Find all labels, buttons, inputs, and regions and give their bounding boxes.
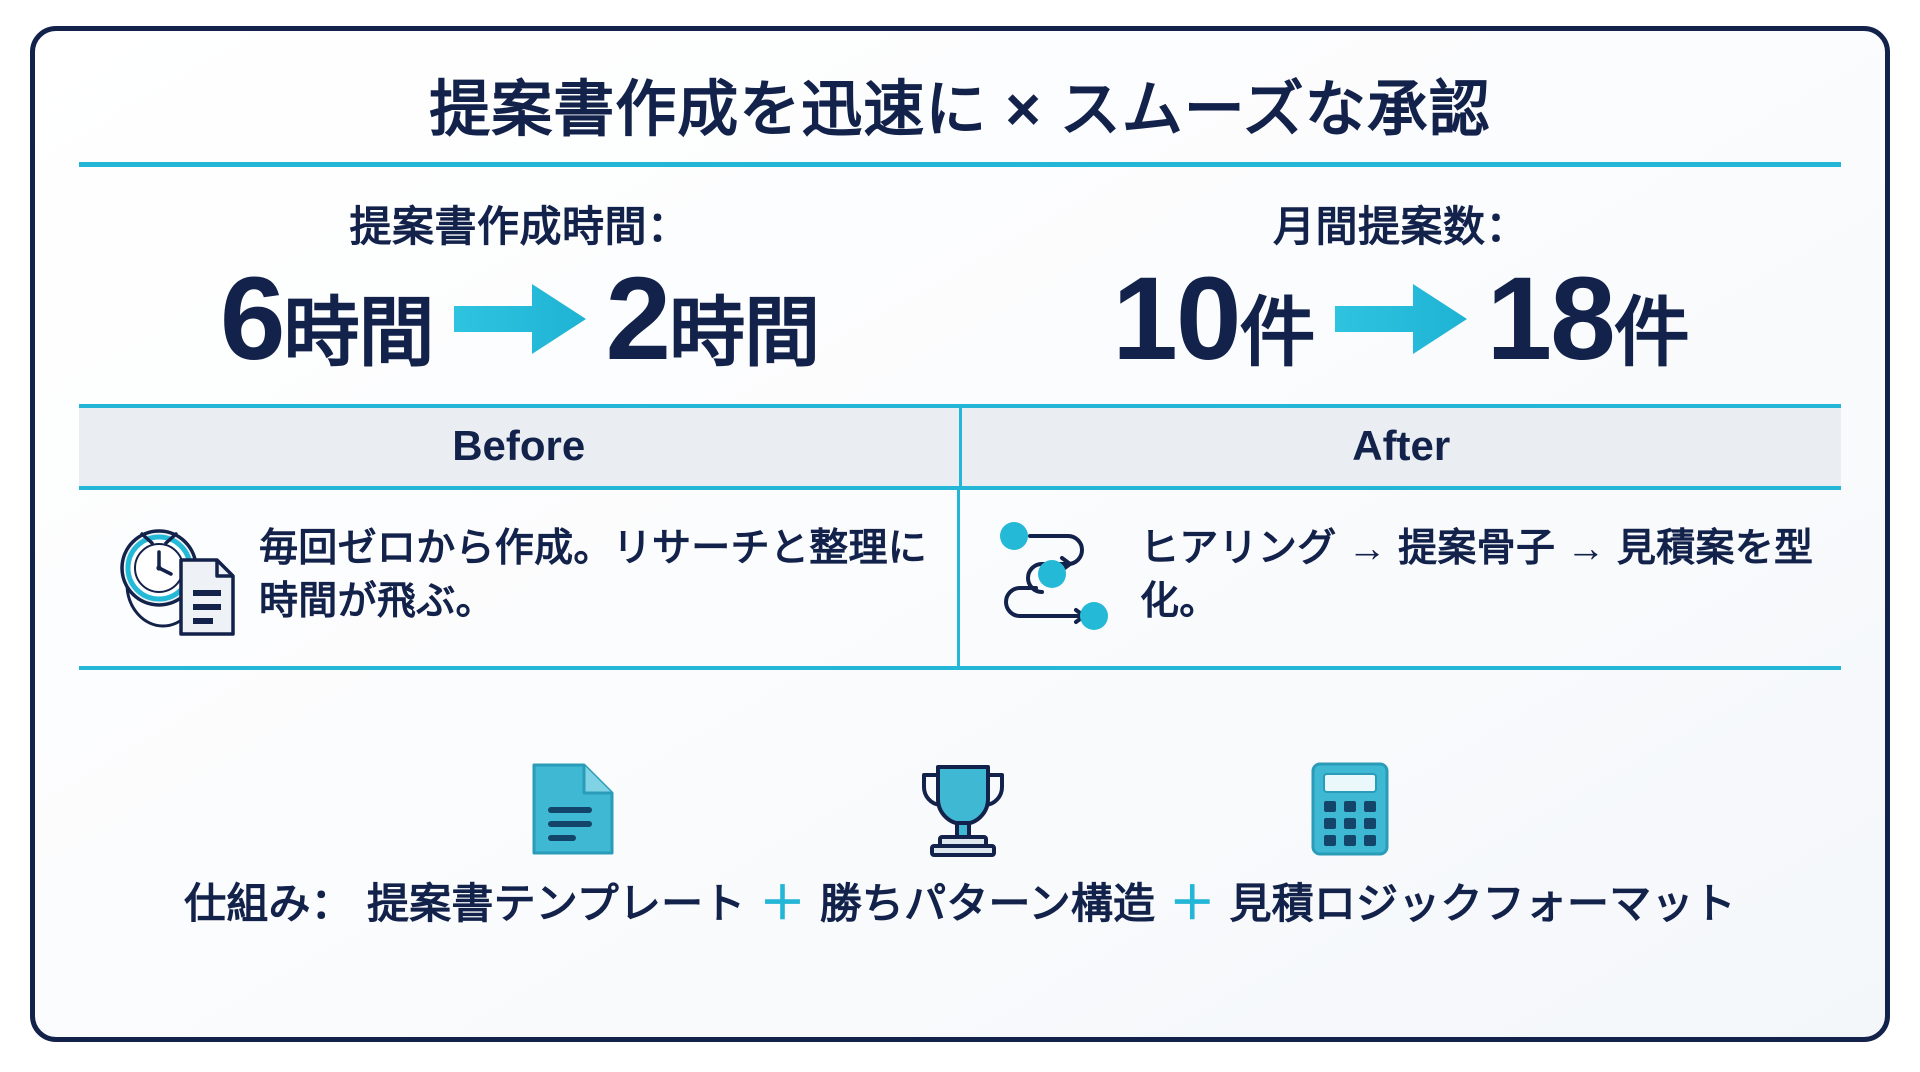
- right-arrow-icon: [453, 283, 586, 354]
- compare-header-row: Before After: [79, 403, 1841, 490]
- stat-label: 提案書作成時間：: [349, 202, 690, 250]
- stat-after-number: 2: [605, 252, 672, 385]
- footer-section: 仕組み： 提案書テンプレート ＋ 勝ちパターン構造 ＋ 見積ロジックフォーマット: [79, 670, 1841, 1019]
- plus-icon-1: ＋: [759, 877, 806, 930]
- footer-icon-row: [530, 761, 1390, 858]
- stat-after-unit: 件: [1613, 290, 1690, 376]
- calculator-icon: [1311, 762, 1389, 856]
- document-icon: [532, 763, 614, 855]
- clock-document-icon: [120, 528, 235, 636]
- trophy-icon: [921, 765, 1005, 858]
- workflow-nodes-icon: [1000, 521, 1108, 630]
- compare-header-before: Before: [79, 407, 962, 486]
- compare-body-row: 毎回ゼロから作成。リサーチと整理に時間が飛ぶ。 ヒアリング → 提案骨子 → 見…: [79, 489, 1841, 670]
- stat-before-number: 6: [219, 252, 286, 385]
- footer-text-line: 仕組み： 提案書テンプレート ＋ 勝ちパターン構造 ＋ 見積ロジックフォーマット: [184, 867, 1736, 933]
- stat-label: 月間提案数：: [1272, 202, 1528, 250]
- title-divider: [79, 161, 1841, 167]
- stat-before-number: 10: [1112, 252, 1241, 385]
- footer-item-3: 見積ロジックフォーマット: [1229, 879, 1736, 927]
- compare-header-after: After: [1352, 421, 1451, 469]
- stat-after-number: 18: [1486, 252, 1616, 385]
- footer-item-2: 勝ちパターン構造: [819, 879, 1156, 927]
- compare-cell-after: ヒアリング → 提案骨子 → 見積案を型化。: [960, 490, 1841, 666]
- stat-before-unit: 件: [1239, 290, 1316, 376]
- compare-table: Before After: [79, 403, 1841, 670]
- right-arrow-icon: [1334, 283, 1467, 354]
- plus-icon-2: ＋: [1169, 877, 1216, 930]
- page-title: 提案書作成を迅速に × スムーズな承認: [429, 75, 1491, 143]
- stat-after-unit: 時間: [669, 290, 820, 376]
- compare-text-after: ヒアリング → 提案骨子 → 見積案を型化。: [1140, 527, 1814, 623]
- compare-cell-before: 毎回ゼロから作成。リサーチと整理に時間が飛ぶ。: [79, 489, 960, 666]
- footer-item-1: 提案書テンプレート: [366, 879, 746, 927]
- stat-before-unit: 時間: [283, 290, 435, 376]
- footer-prefix: 仕組み：: [184, 879, 353, 927]
- compare-text-before: 毎回ゼロから作成。リサーチと整理に時間が飛ぶ。: [259, 527, 928, 623]
